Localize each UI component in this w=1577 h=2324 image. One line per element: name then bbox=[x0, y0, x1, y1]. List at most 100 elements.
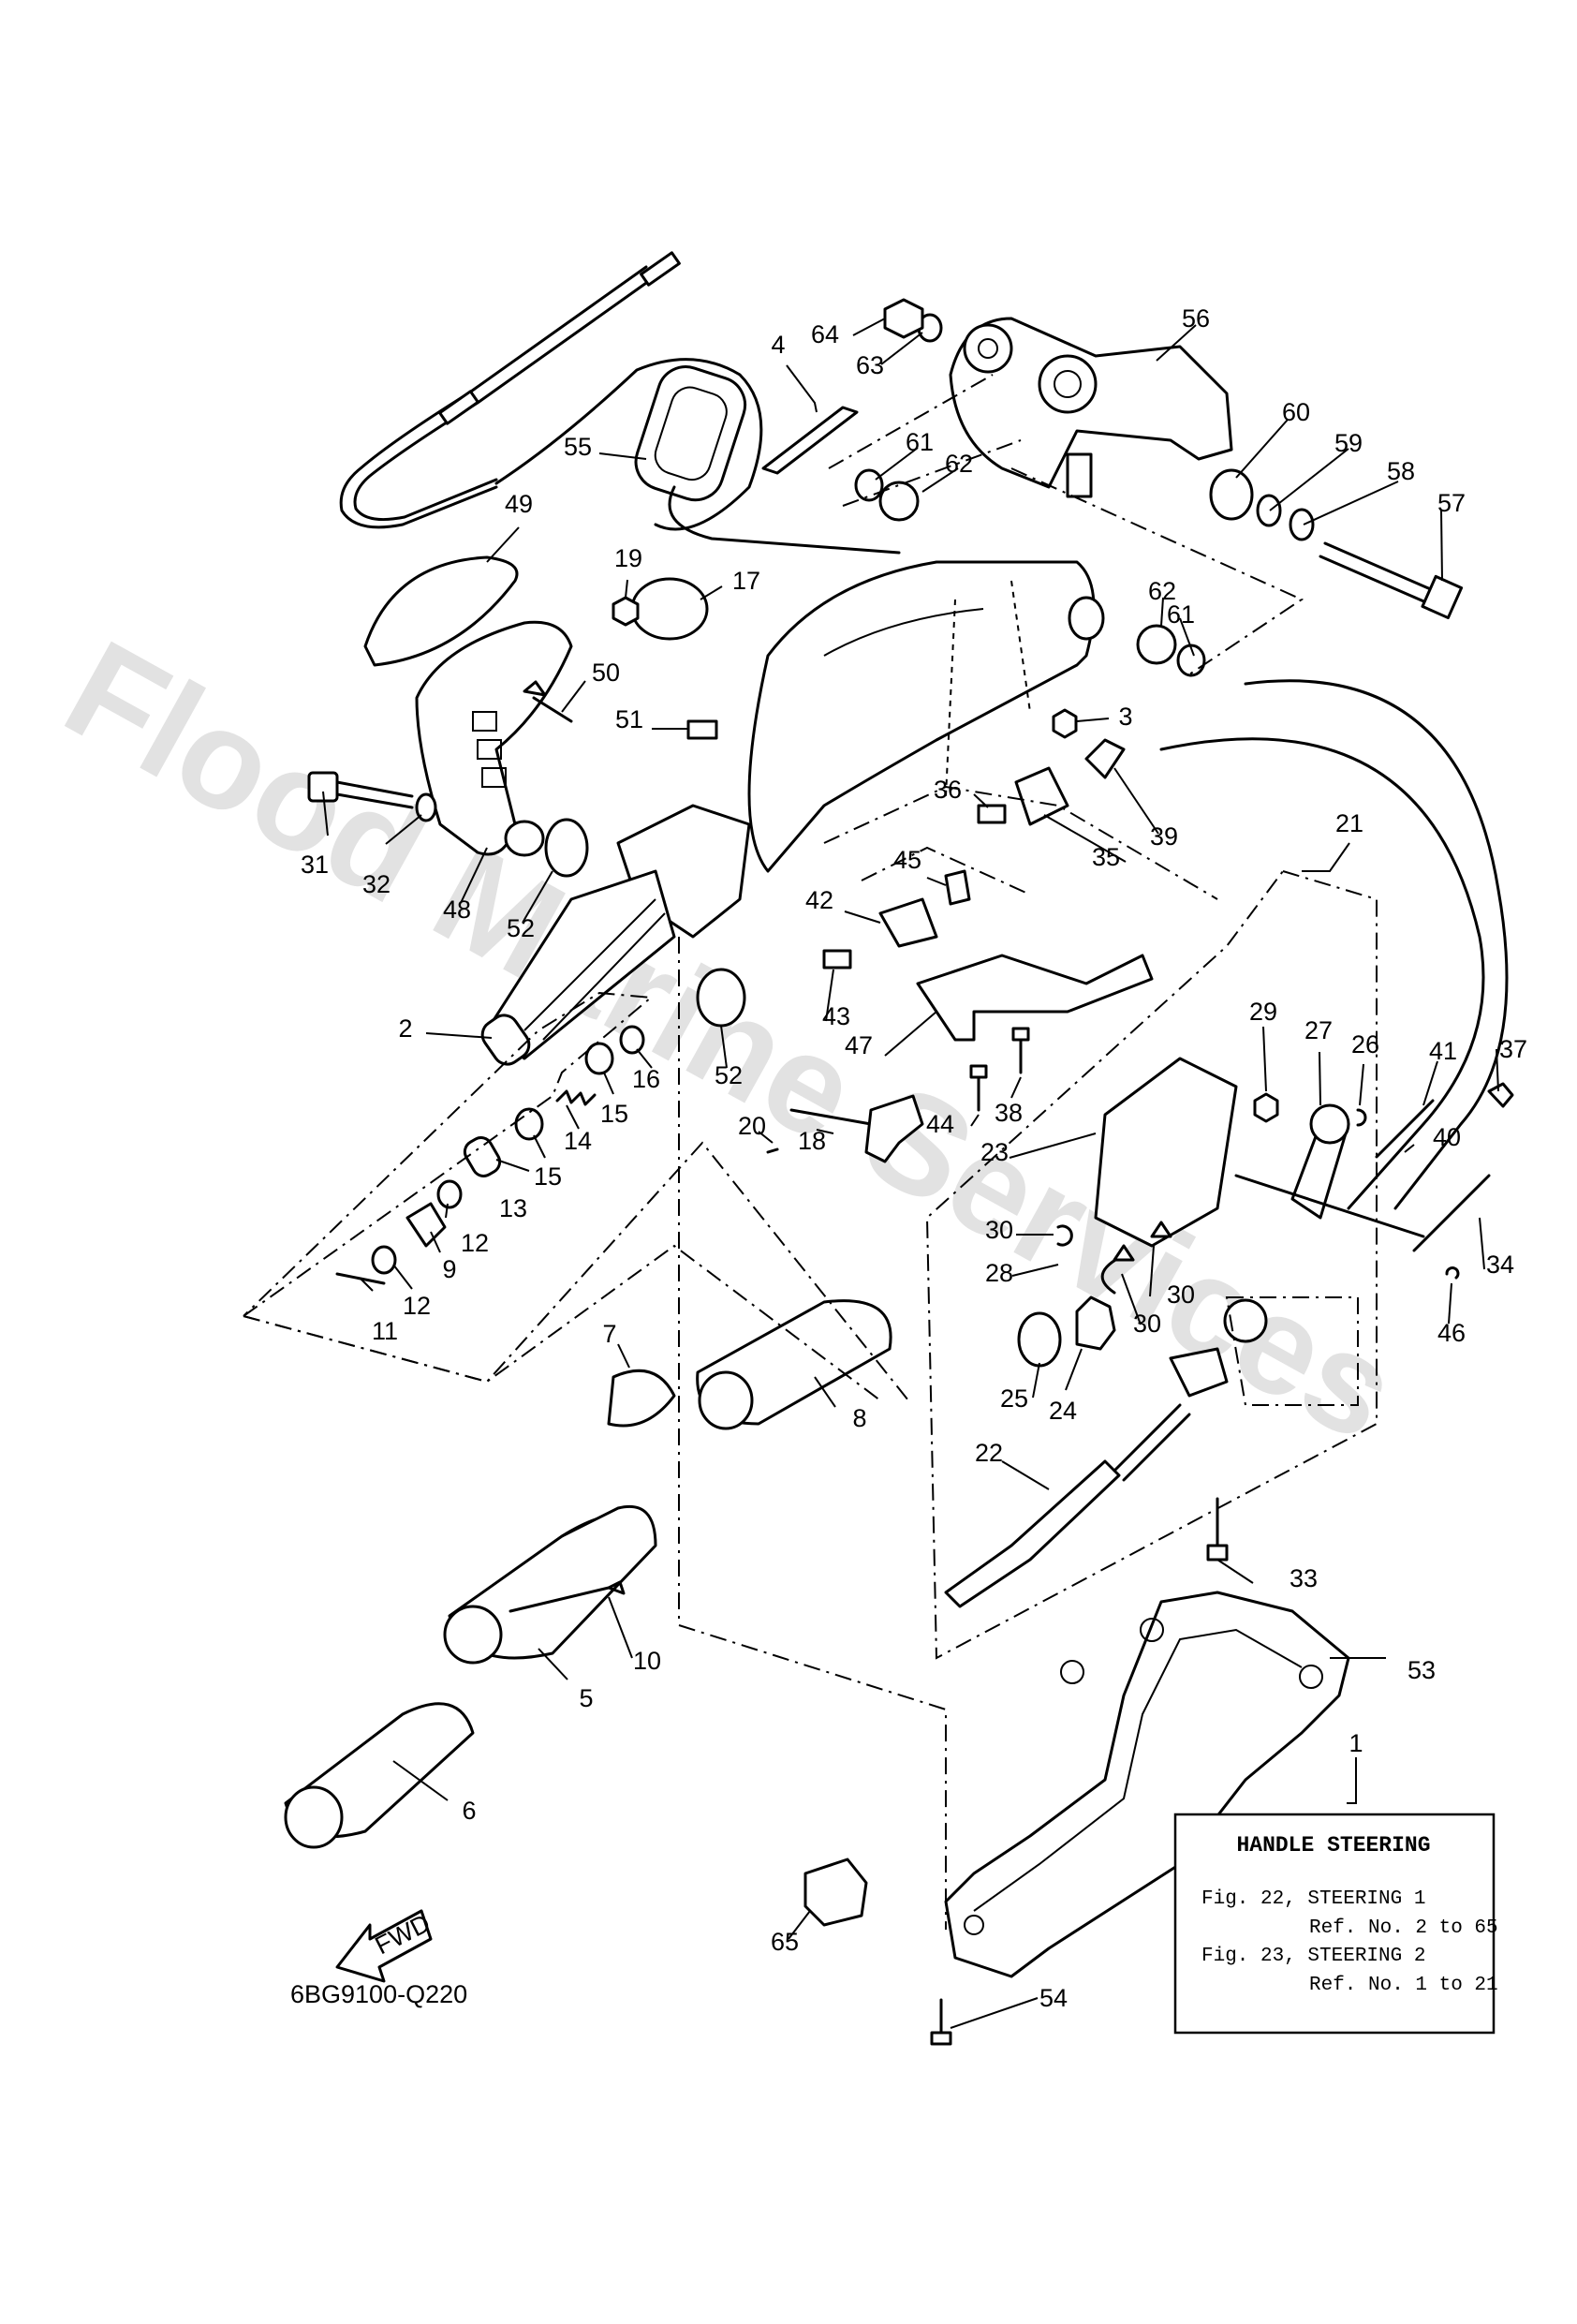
info-line-3: Fig. 23, STEERING 2 bbox=[1201, 1946, 1425, 1967]
decal-7 bbox=[607, 1369, 676, 1428]
callout-15a: 15 bbox=[600, 1100, 628, 1128]
grommet-55 bbox=[634, 365, 901, 555]
callout-4: 4 bbox=[771, 331, 785, 359]
callout-19: 19 bbox=[614, 544, 642, 572]
callout-25: 25 bbox=[1000, 1384, 1028, 1413]
info-line-4: Ref. No. 1 to 21 bbox=[1309, 1975, 1498, 1996]
callout-24: 24 bbox=[1049, 1397, 1077, 1425]
bolt-44 bbox=[969, 1064, 988, 1112]
small-shift-box bbox=[1225, 1296, 1359, 1406]
callout-65: 65 bbox=[771, 1928, 799, 1956]
info-box: HANDLE STEERING Fig. 22, STEERING 1 Ref.… bbox=[1173, 1813, 1498, 2035]
spring-14 bbox=[555, 1089, 597, 1106]
decal-4 bbox=[761, 406, 859, 475]
callout-64: 64 bbox=[811, 320, 839, 348]
bolt-33 bbox=[1206, 1497, 1229, 1562]
bushing-62-left bbox=[878, 481, 920, 522]
callout-51: 51 bbox=[615, 705, 643, 733]
callout-49: 49 bbox=[505, 490, 533, 518]
callout-43: 43 bbox=[822, 1002, 850, 1030]
watermark: Flood Marine Services bbox=[41, 610, 1422, 1471]
callout-8: 8 bbox=[852, 1404, 866, 1432]
callout-20: 20 bbox=[738, 1112, 766, 1140]
callout-2: 2 bbox=[398, 1014, 412, 1043]
callout-31: 31 bbox=[301, 851, 329, 879]
callout-29: 29 bbox=[1249, 998, 1277, 1026]
info-line-1: Fig. 22, STEERING 1 bbox=[1201, 1888, 1425, 1910]
callout-57: 57 bbox=[1437, 489, 1466, 517]
callout-34: 34 bbox=[1486, 1251, 1514, 1279]
callout-5: 5 bbox=[579, 1684, 593, 1712]
washer-59 bbox=[1256, 494, 1282, 527]
handle-grip-48 bbox=[415, 620, 573, 857]
callout-23: 23 bbox=[980, 1138, 1009, 1166]
bolt-57 bbox=[1319, 541, 1464, 620]
callout-62b: 62 bbox=[1148, 577, 1176, 605]
nut-19 bbox=[612, 596, 640, 627]
callout-16: 16 bbox=[632, 1065, 660, 1093]
clip-30-a bbox=[1056, 1224, 1073, 1247]
clamp-35 bbox=[1014, 766, 1069, 826]
throttle-grip-5 bbox=[443, 1505, 657, 1665]
callout-62a: 62 bbox=[945, 450, 973, 478]
grommet-30-b bbox=[1150, 1221, 1172, 1238]
cable-end-34 bbox=[1412, 1174, 1491, 1252]
nut-29 bbox=[1253, 1092, 1279, 1123]
throttle-box bbox=[243, 991, 881, 1401]
grip-cover-6 bbox=[284, 1702, 475, 1849]
callout-6: 6 bbox=[462, 1797, 476, 1825]
clamp-42 bbox=[878, 897, 938, 948]
callout-30b: 30 bbox=[1167, 1280, 1195, 1309]
callout-42: 42 bbox=[805, 886, 833, 914]
washer-12-b bbox=[371, 1245, 397, 1275]
gear-24 bbox=[1075, 1295, 1116, 1351]
gear-shift-small bbox=[1223, 1298, 1268, 1343]
bushing-52-bottom bbox=[696, 968, 746, 1028]
callout-13: 13 bbox=[499, 1194, 527, 1222]
shift-unit-23 bbox=[1094, 1057, 1238, 1248]
washer-15-b bbox=[514, 1107, 544, 1141]
bolt-54 bbox=[930, 1998, 952, 2046]
callout-27: 27 bbox=[1304, 1016, 1333, 1044]
washer-61-left bbox=[854, 468, 884, 502]
throttle-cable-assembly bbox=[339, 251, 763, 531]
callout-38: 38 bbox=[995, 1099, 1023, 1127]
callout-46: 46 bbox=[1437, 1319, 1466, 1347]
info-title: HANDLE STEERING bbox=[1236, 1833, 1430, 1858]
drawing-code: 6BG9100-Q220 bbox=[290, 1980, 467, 2008]
clip-39 bbox=[1084, 738, 1126, 779]
callout-26: 26 bbox=[1351, 1030, 1379, 1058]
screw-50 bbox=[523, 680, 573, 723]
callout-40: 40 bbox=[1433, 1123, 1461, 1151]
lever-9 bbox=[405, 1202, 447, 1248]
callout-17: 17 bbox=[732, 567, 760, 595]
top-guide bbox=[828, 374, 1304, 675]
callout-54: 54 bbox=[1039, 1984, 1068, 2012]
bracket-guide bbox=[823, 785, 1218, 900]
clip-46 bbox=[1445, 1266, 1460, 1280]
callout-48: 48 bbox=[443, 896, 471, 924]
callout-61b: 61 bbox=[1167, 600, 1195, 629]
clip-37 bbox=[1487, 1082, 1514, 1108]
throttle-shaft-2 bbox=[480, 1014, 531, 1066]
friction-knob-18 bbox=[789, 1094, 924, 1163]
cap-49 bbox=[363, 555, 519, 667]
washer-15-a bbox=[584, 1042, 614, 1075]
cable-end-40 bbox=[1375, 1099, 1435, 1159]
callout-60: 60 bbox=[1282, 398, 1310, 426]
callout-47: 47 bbox=[845, 1031, 873, 1059]
throttle-small-parts bbox=[335, 1025, 645, 1285]
callout-32: 32 bbox=[362, 870, 391, 898]
shift-box-21 bbox=[925, 869, 1378, 1660]
collar-13 bbox=[463, 1136, 502, 1177]
plate-47 bbox=[916, 954, 1154, 1042]
screw-10 bbox=[508, 1580, 626, 1613]
shift-cables bbox=[1159, 679, 1514, 1280]
inner-sleeve-8 bbox=[696, 1299, 892, 1430]
bushing-60 bbox=[1209, 468, 1254, 521]
washer-12-a bbox=[436, 1179, 463, 1209]
callout-50: 50 bbox=[592, 659, 620, 687]
callout-44: 44 bbox=[926, 1110, 954, 1138]
clip-26 bbox=[1356, 1108, 1367, 1127]
leader-lines bbox=[322, 318, 1499, 2029]
